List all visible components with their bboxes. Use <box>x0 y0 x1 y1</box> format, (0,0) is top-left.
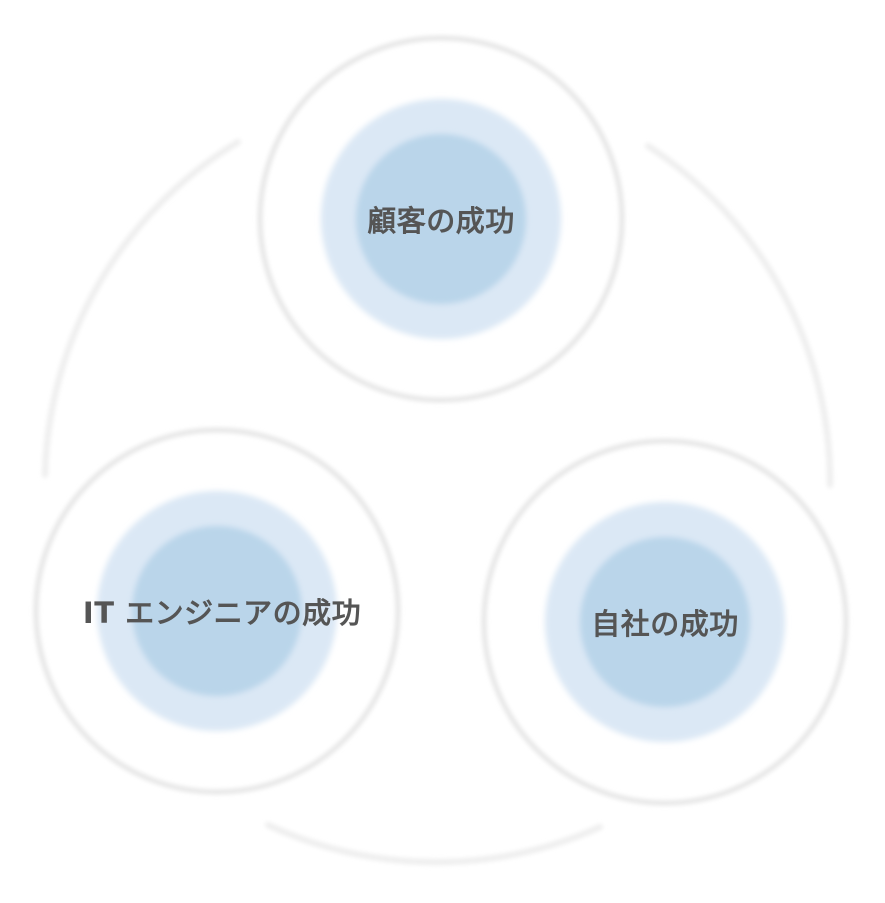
node-customer <box>257 35 625 403</box>
node-engineer-ring <box>33 427 401 795</box>
node-customer-ring <box>257 35 625 403</box>
cycle-arc-top-right <box>645 143 834 488</box>
node-engineer <box>33 427 401 795</box>
node-engineer-label: IT エンジニアの成功 <box>82 596 362 630</box>
cycle-arc-top-left <box>42 139 241 478</box>
node-company-core <box>580 537 750 707</box>
node-engineer-core <box>132 526 302 696</box>
node-customer-core <box>356 134 526 304</box>
cycle-arcs <box>42 139 834 866</box>
cycle-arc-bottom <box>265 822 603 866</box>
node-company-ring <box>481 438 849 806</box>
node-company <box>481 438 849 806</box>
node-customer-label: 顧客の成功 <box>367 204 515 238</box>
node-company-label: 自社の成功 <box>591 607 739 641</box>
